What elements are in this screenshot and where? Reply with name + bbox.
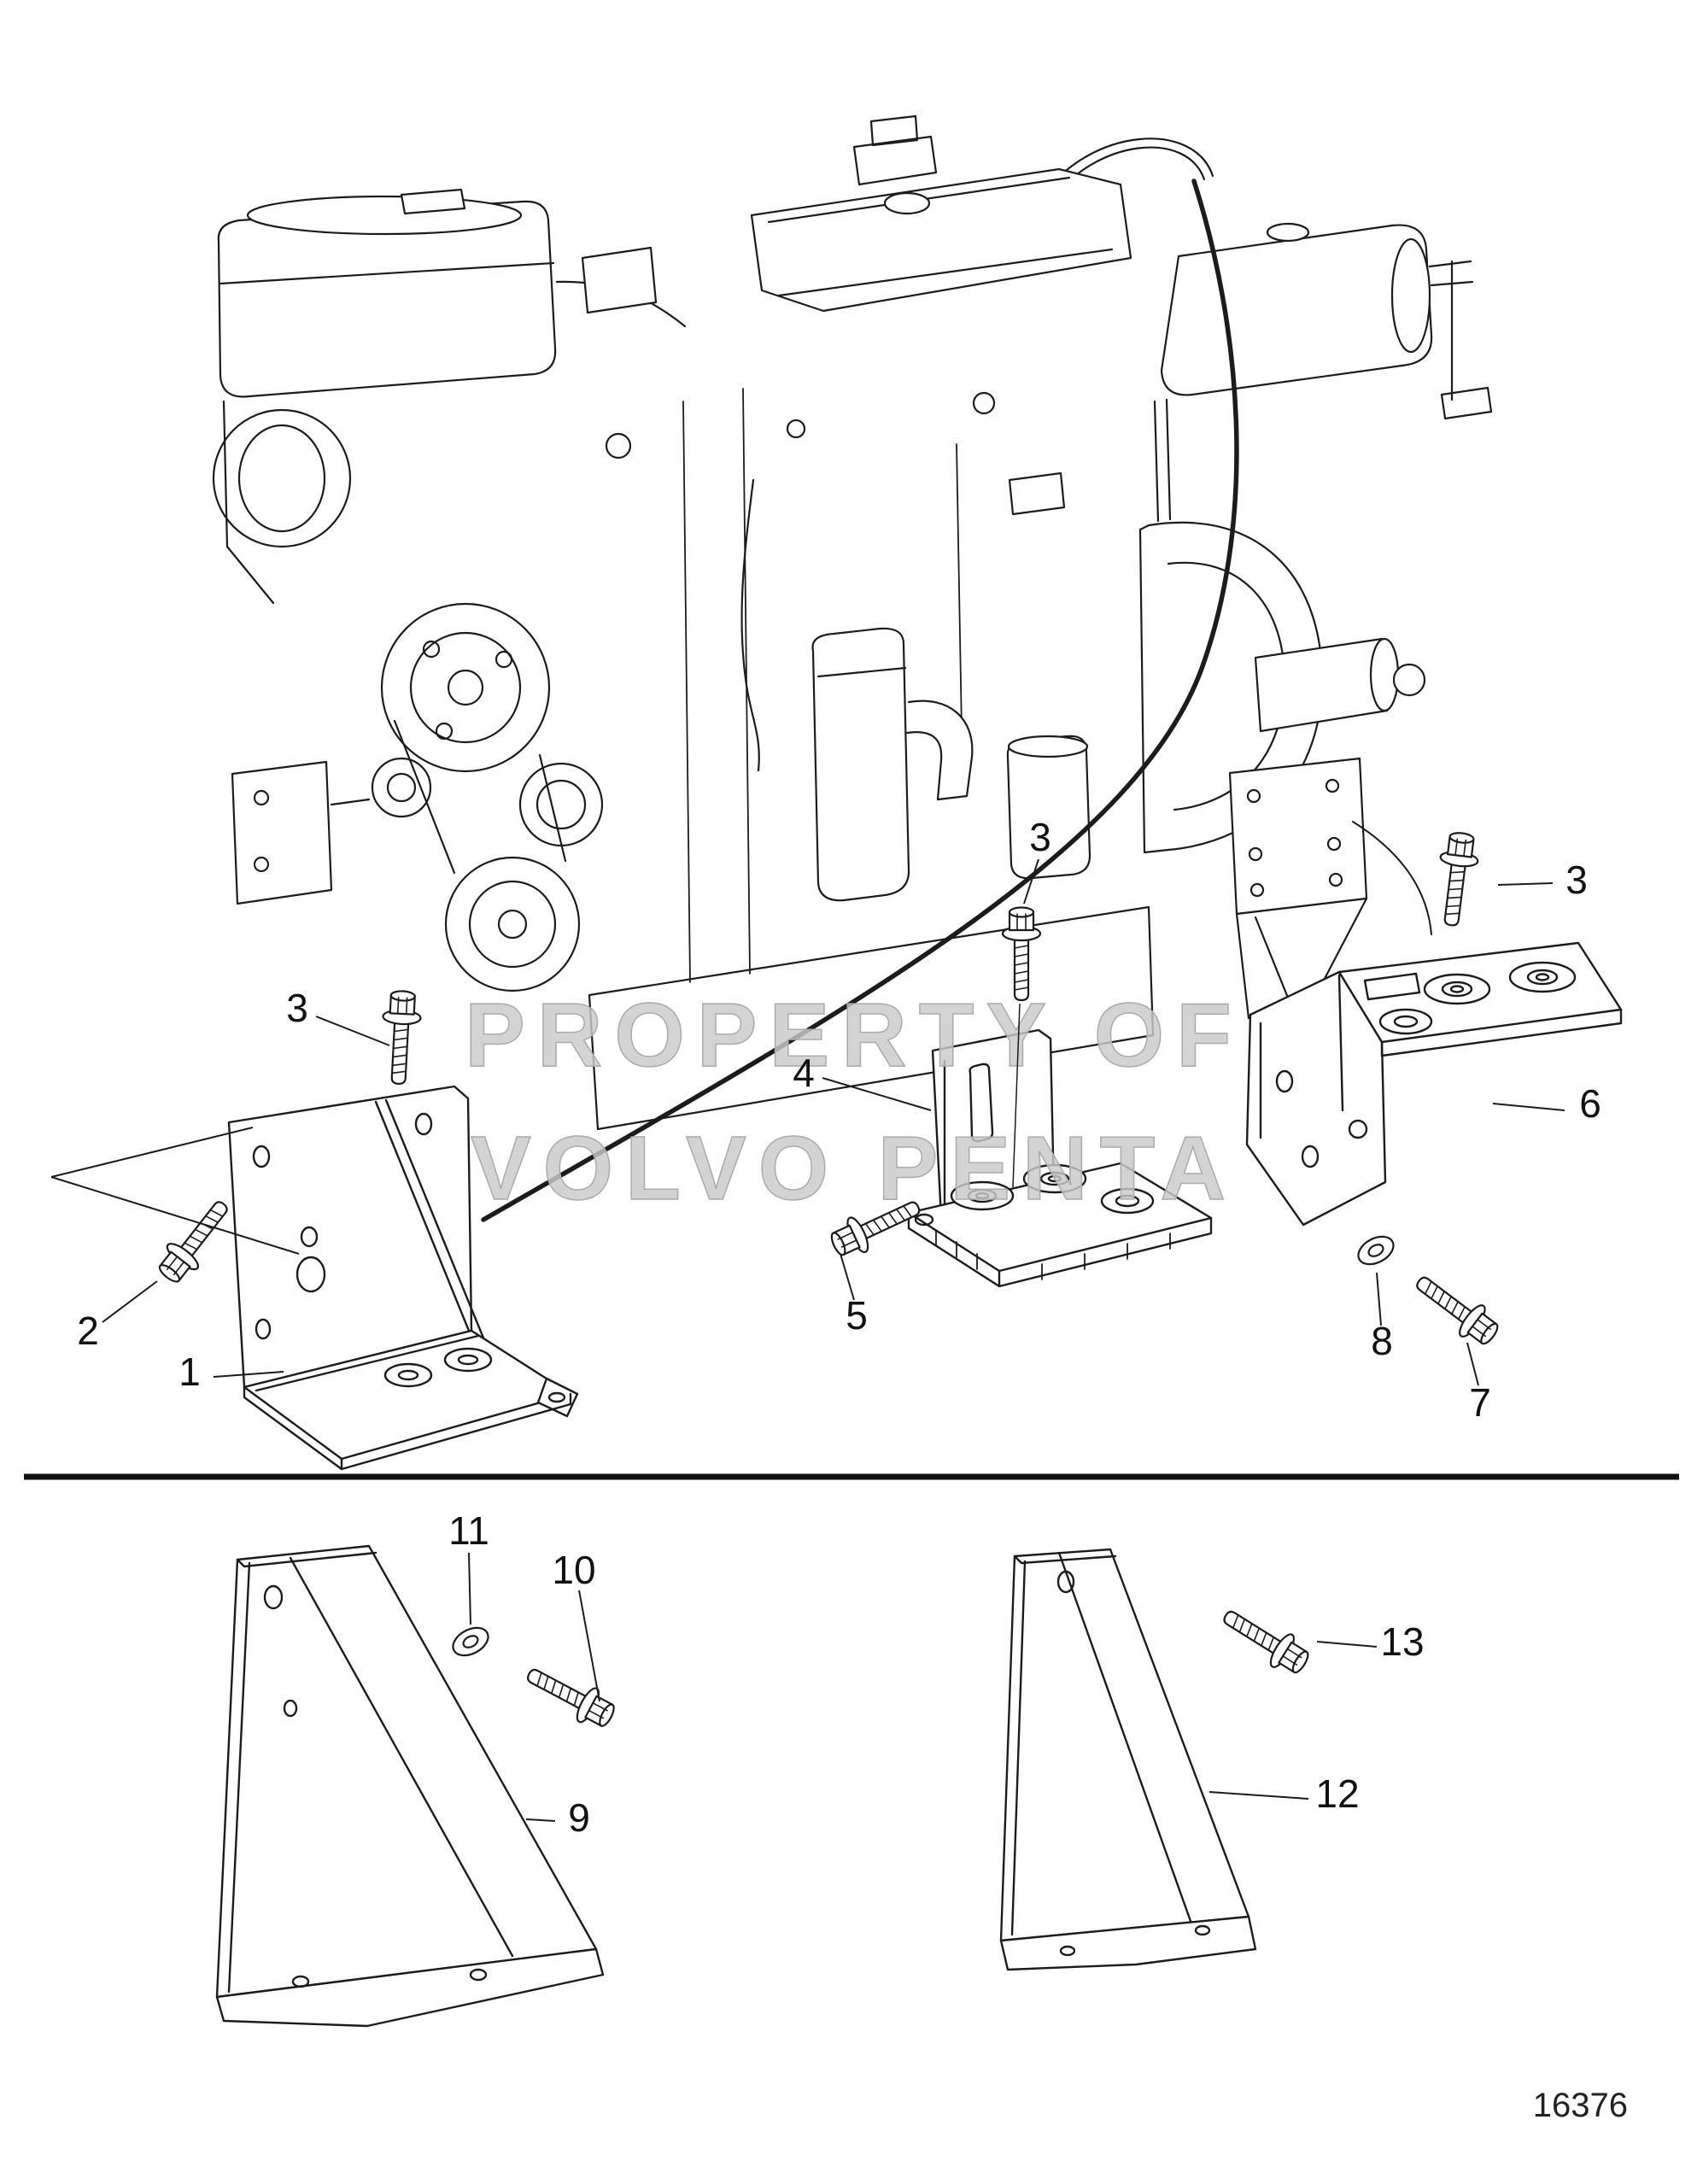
leader-lines [50, 858, 1565, 1822]
callout-7: 7 [1469, 1380, 1491, 1425]
callout-1: 1 [178, 1350, 201, 1394]
watermark-line2: VOLVO PENTA [471, 1118, 1238, 1219]
callout-3-left: 3 [286, 986, 308, 1030]
callout-13: 13 [1380, 1619, 1424, 1664]
callout-2: 2 [77, 1309, 99, 1353]
bracket-9 [215, 1544, 605, 2028]
callout-9: 9 [568, 1795, 590, 1840]
callout-3-middle: 3 [1029, 815, 1051, 859]
callout-11: 11 [448, 1508, 489, 1553]
engine-mount-bracket-1 [227, 1085, 579, 1471]
watermark: PROPERTY OF VOLVO PENTA [464, 984, 1244, 1220]
bolt-3-left [378, 989, 424, 1086]
callout-10: 10 [552, 1548, 595, 1592]
figure-number: 16376 [1533, 2087, 1628, 2124]
engine-illustration [212, 114, 1493, 1222]
bolt-7 [1407, 1264, 1506, 1353]
callout-3-right: 3 [1565, 858, 1588, 902]
callout-12: 12 [1315, 1771, 1359, 1816]
washer-8 [1352, 1230, 1400, 1271]
callout-5: 5 [846, 1293, 868, 1338]
callout-6: 6 [1579, 1081, 1601, 1126]
callout-8: 8 [1371, 1319, 1393, 1363]
rubber-mount-4 [907, 1028, 1213, 1288]
callout-4: 4 [793, 1051, 815, 1095]
watermark-line1: PROPERTY OF [465, 985, 1244, 1086]
bolt-2 [150, 1192, 240, 1290]
bracket-12 [999, 1548, 1257, 1971]
bolt-13 [1214, 1598, 1316, 1682]
bolt-10 [519, 1656, 621, 1736]
mount-bracket-6 [1245, 941, 1623, 1227]
callouts: 1 2 3 3 3 4 5 6 7 8 9 10 11 12 13 [77, 815, 1601, 1840]
bolt-3-right [1431, 829, 1483, 928]
washer-11 [447, 1621, 495, 1662]
